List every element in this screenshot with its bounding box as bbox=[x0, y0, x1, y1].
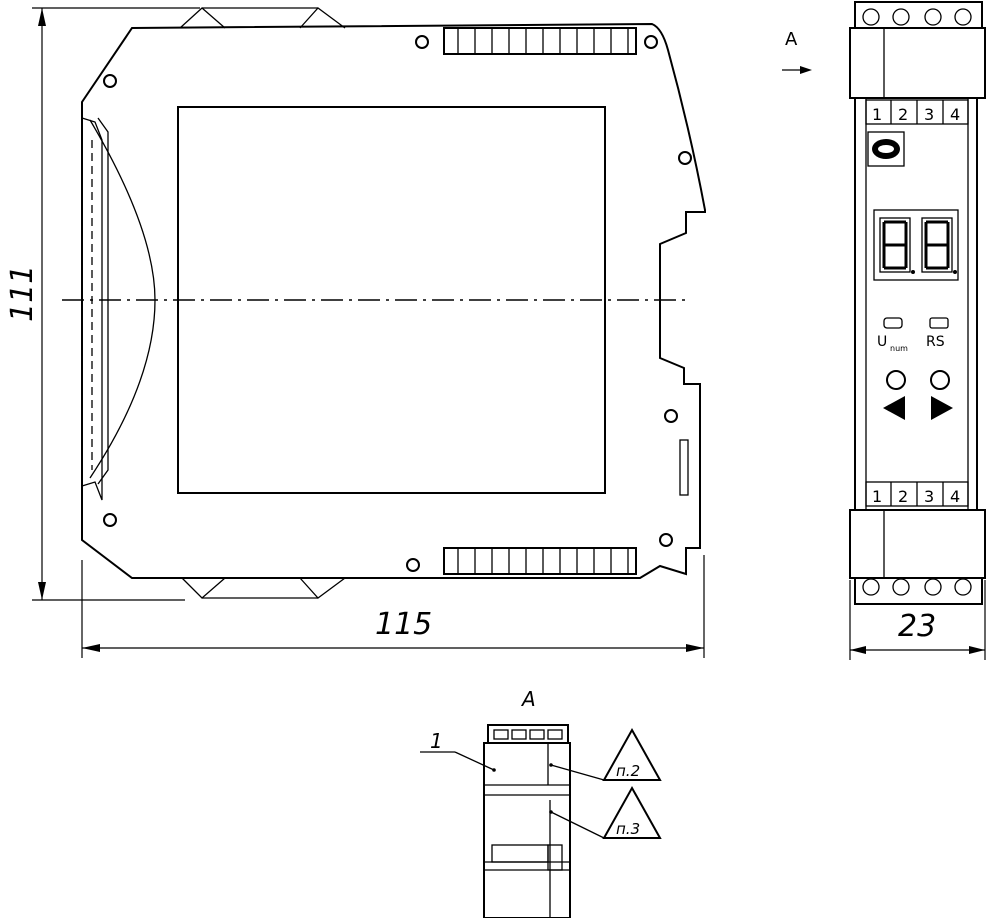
front-width-dimension: 23 bbox=[849, 580, 986, 660]
rs-led-icon bbox=[929, 317, 949, 329]
screw-hole bbox=[103, 74, 117, 88]
top-terminal-2: 2 bbox=[898, 105, 908, 124]
width-value: 115 bbox=[375, 607, 432, 642]
top-terminal-1: 1 bbox=[872, 105, 882, 124]
screw-hole bbox=[406, 558, 420, 572]
height-value: 111 bbox=[5, 265, 40, 322]
screw-hole bbox=[644, 35, 658, 49]
bottom-terminal-4: 4 bbox=[950, 487, 960, 506]
callout-item-1: 1 bbox=[430, 729, 443, 753]
bottom-terminal-3: 3 bbox=[924, 487, 934, 506]
right-arrow-icon bbox=[931, 396, 953, 420]
left-arrow-icon bbox=[883, 396, 905, 420]
bottom-terminal-strip bbox=[443, 547, 637, 575]
u-label: U bbox=[877, 334, 887, 350]
u-label-sub: num bbox=[890, 344, 908, 353]
screw-hole bbox=[415, 35, 429, 49]
screw-hole bbox=[678, 151, 692, 165]
left-button[interactable] bbox=[886, 370, 906, 390]
front-view: А 1 2 3 4 bbox=[782, 1, 986, 660]
logo-icon bbox=[867, 131, 905, 167]
detail-view-a: А 1 п.2 п.3 bbox=[420, 687, 662, 918]
screw-hole bbox=[659, 533, 673, 547]
top-clips bbox=[179, 7, 346, 29]
label-window bbox=[177, 106, 606, 494]
view-arrow-label: А bbox=[785, 29, 798, 50]
u-led-icon bbox=[883, 317, 903, 329]
height-dimension: 111 bbox=[5, 7, 200, 601]
top-terminal-strip bbox=[443, 27, 637, 55]
callout-note-3: п.3 bbox=[616, 820, 640, 838]
right-button[interactable] bbox=[930, 370, 950, 390]
top-terminal-4: 4 bbox=[950, 105, 960, 124]
bottom-terminal-1: 1 bbox=[872, 487, 882, 506]
callout-note-2: п.2 bbox=[616, 762, 640, 780]
note-triangle-2 bbox=[602, 727, 662, 781]
screw-hole bbox=[664, 409, 678, 423]
top-terminal-3: 3 bbox=[924, 105, 934, 124]
note-triangle-3 bbox=[602, 785, 662, 839]
housing-outline bbox=[81, 22, 706, 579]
width-dimension: 115 bbox=[81, 555, 705, 658]
rs-label: RS bbox=[926, 334, 945, 350]
bottom-terminal-2: 2 bbox=[898, 487, 908, 506]
front-width-value: 23 bbox=[898, 609, 936, 644]
screw-hole bbox=[103, 513, 117, 527]
seven-segment-display bbox=[873, 209, 959, 281]
bottom-clips bbox=[181, 577, 346, 599]
detail-label: А bbox=[520, 687, 536, 711]
side-view: 111 115 bbox=[5, 7, 706, 658]
